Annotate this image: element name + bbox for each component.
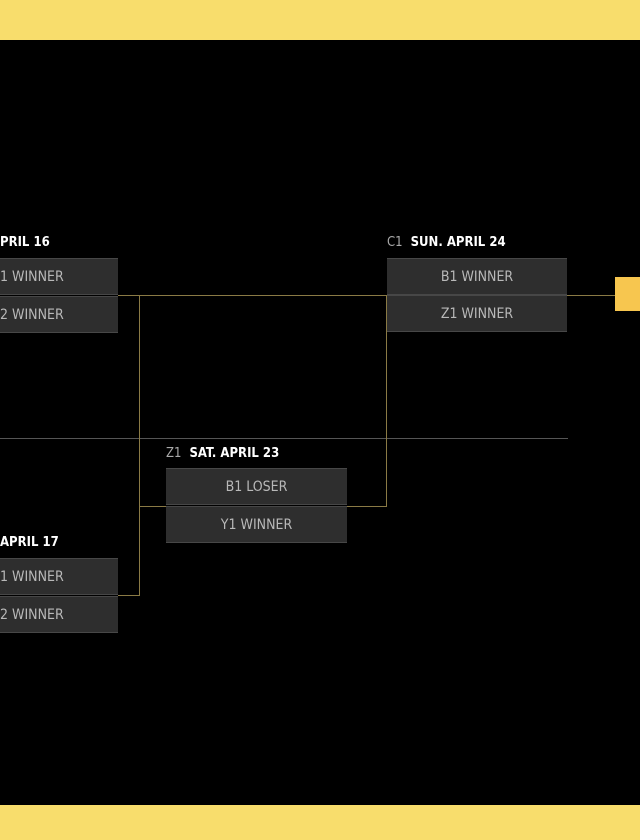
connector-line xyxy=(386,295,387,507)
connector-line xyxy=(118,595,140,596)
champion-slot[interactable] xyxy=(615,277,640,311)
connector-line xyxy=(347,506,387,507)
game-header: APRIL 17 xyxy=(0,535,59,550)
game-date: SUN. APRIL 24 xyxy=(410,235,506,250)
bottom-banner xyxy=(0,805,640,840)
top-banner xyxy=(0,0,640,40)
bracket-slot[interactable]: Y1 WINNER xyxy=(166,506,347,543)
game-date: SAT. APRIL 23 xyxy=(189,446,280,461)
game-code: Z1 xyxy=(166,446,182,461)
bracket-slot[interactable]: B1 LOSER xyxy=(166,468,347,505)
connector-line xyxy=(118,295,387,296)
slot-label: Y1 WINNER xyxy=(220,517,293,533)
slot-label: 1 WINNER xyxy=(0,269,64,285)
slot-label: B1 LOSER xyxy=(225,479,288,495)
bracket-slot[interactable]: 2 WINNER xyxy=(0,596,118,633)
game-header: Z1 SAT. APRIL 23 xyxy=(166,446,279,461)
slot-label: 1 WINNER xyxy=(0,569,64,585)
bracket-slot[interactable]: 2 WINNER xyxy=(0,296,118,333)
game-header: PRIL 16 xyxy=(0,235,50,250)
slot-label: 2 WINNER xyxy=(0,307,64,323)
game-date: PRIL 16 xyxy=(0,235,50,250)
bracket-slot[interactable]: Z1 WINNER xyxy=(387,295,567,332)
bracket-slot[interactable]: B1 WINNER xyxy=(387,258,567,295)
divider-line xyxy=(0,438,568,439)
slot-label: 2 WINNER xyxy=(0,607,64,623)
slot-label: Z1 WINNER xyxy=(440,306,514,322)
bracket-slot[interactable]: 1 WINNER xyxy=(0,558,118,595)
game-header: C1 SUN. APRIL 24 xyxy=(387,235,506,250)
connector-line xyxy=(139,506,166,507)
connector-line xyxy=(567,295,615,296)
bracket-slot[interactable]: 1 WINNER xyxy=(0,258,118,295)
game-code: C1 xyxy=(387,235,403,250)
slot-label: B1 WINNER xyxy=(440,269,514,285)
connector-line xyxy=(139,295,140,596)
game-date: APRIL 17 xyxy=(0,535,59,550)
